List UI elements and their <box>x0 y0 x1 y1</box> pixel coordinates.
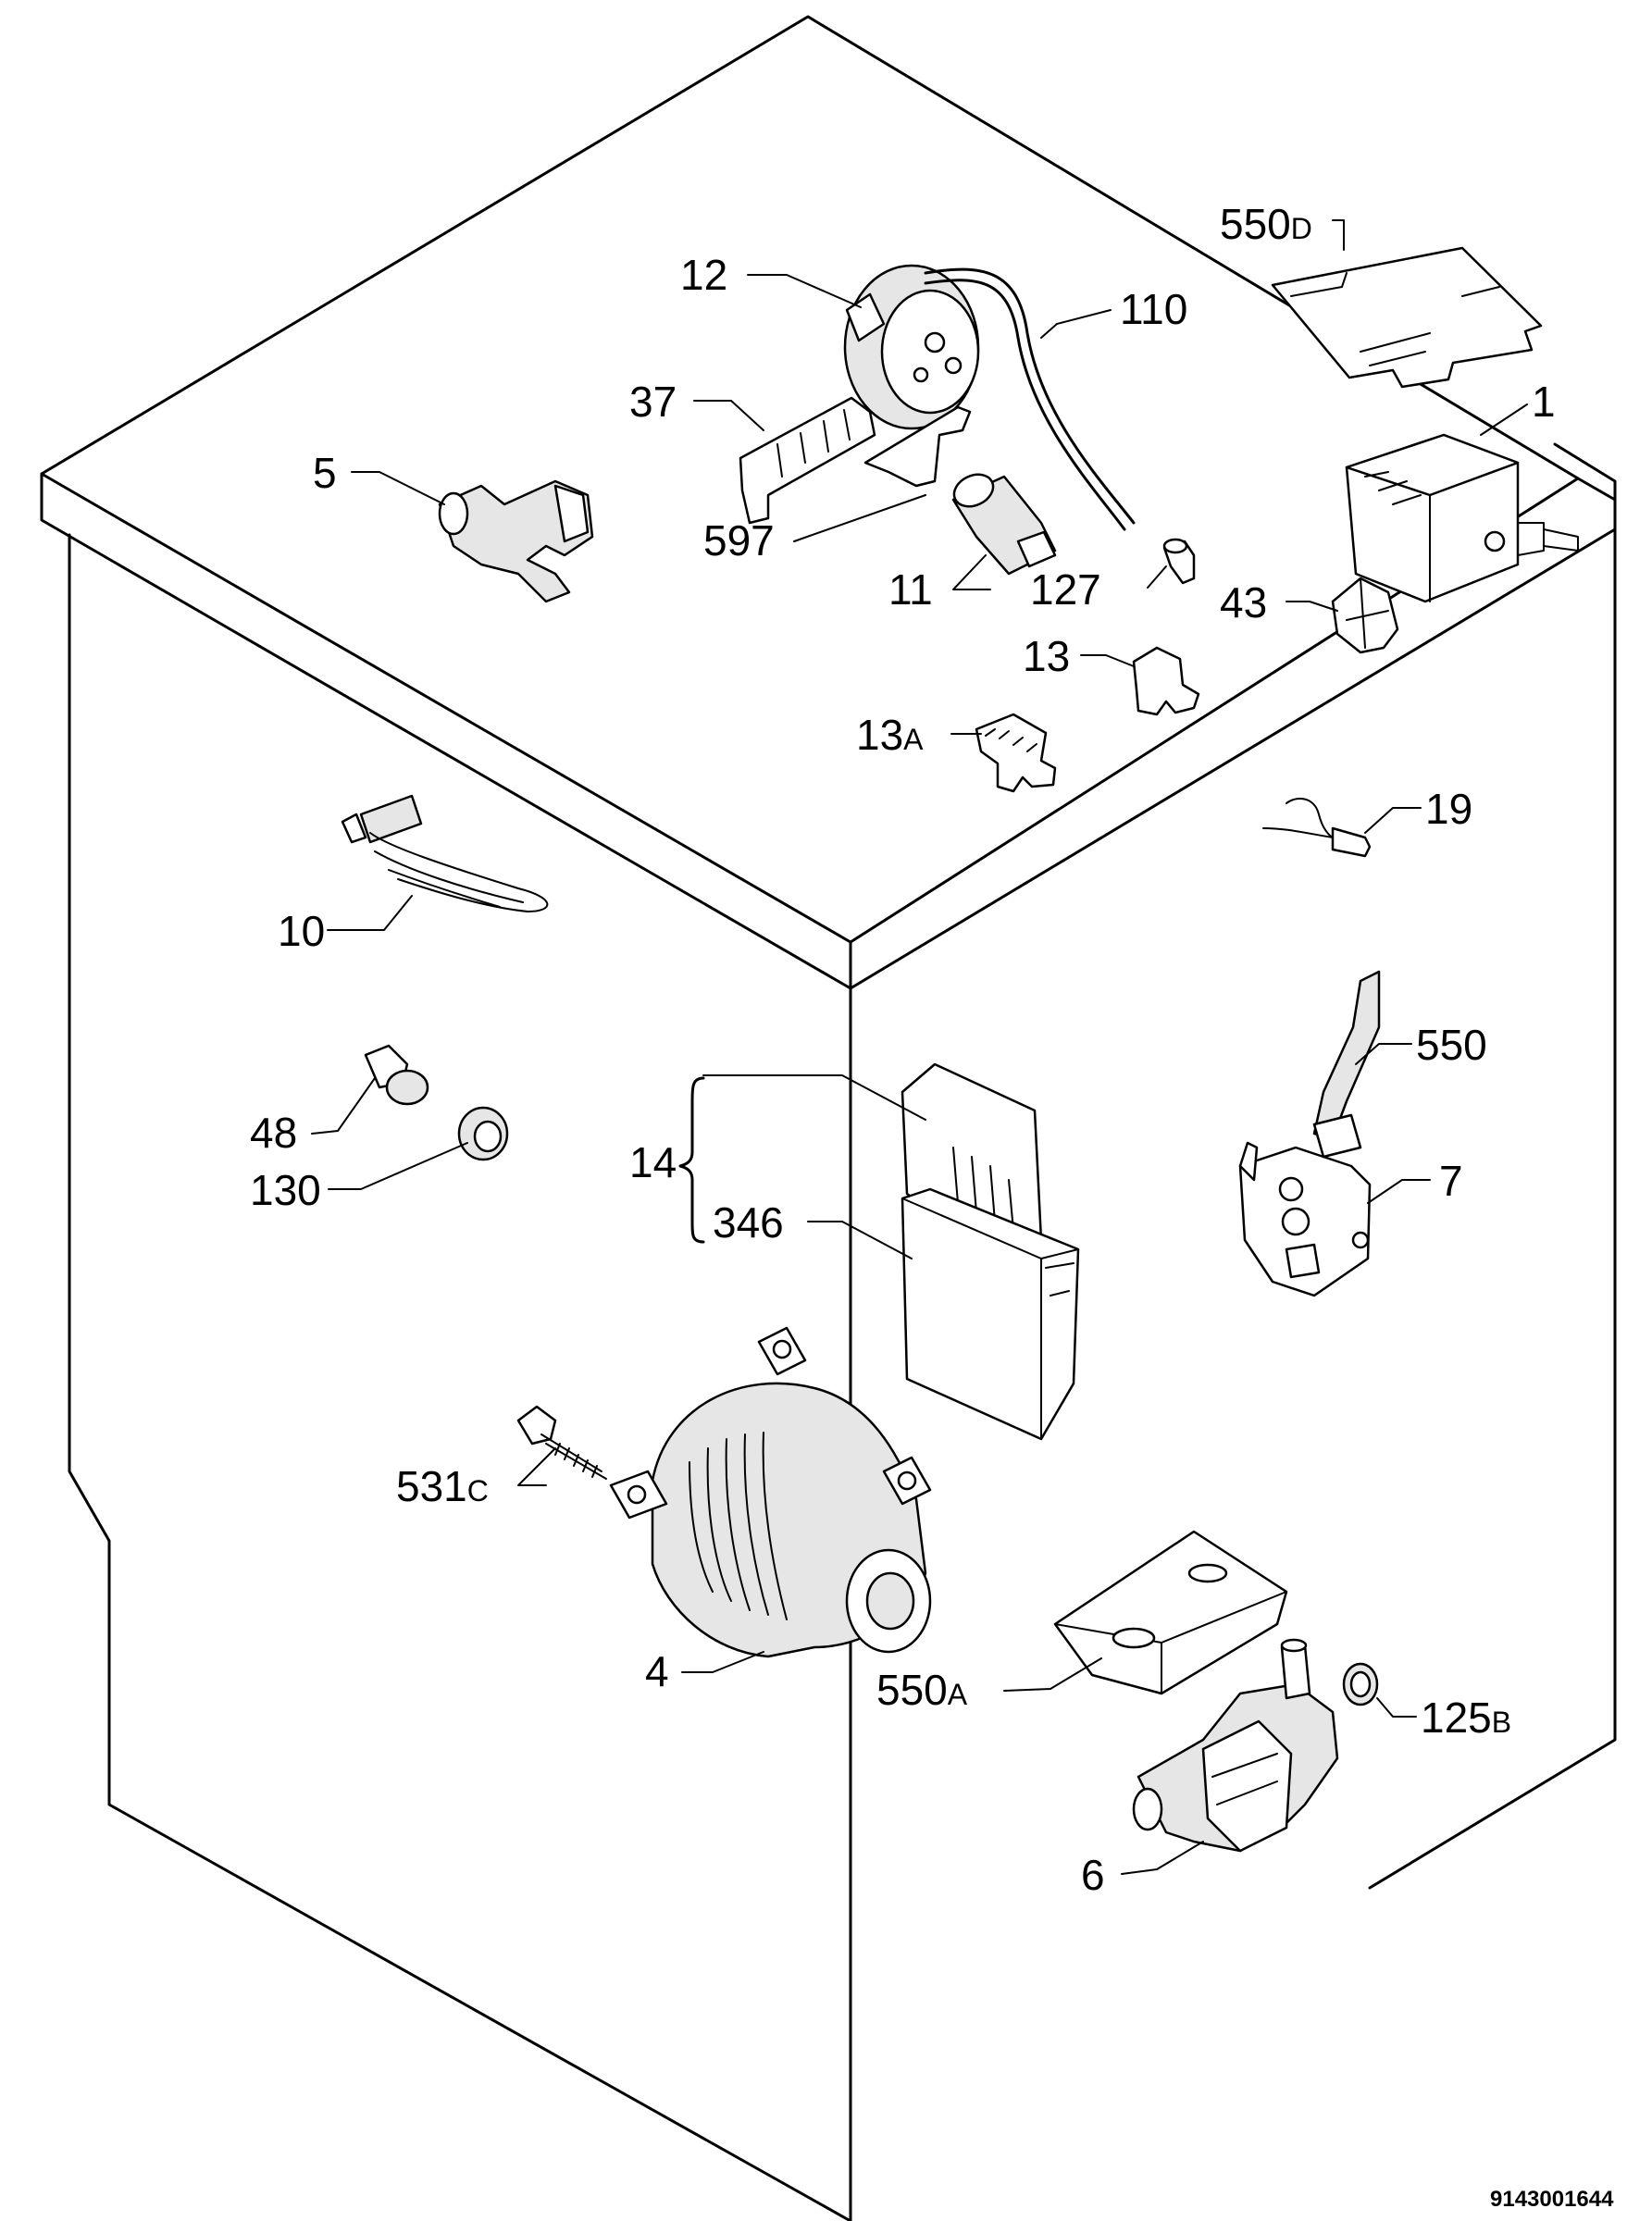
label-14: 14 <box>629 1138 677 1186</box>
part-48-switch <box>364 1044 429 1106</box>
part-125b-seal-ring <box>1342 1662 1379 1706</box>
part-531c-screw <box>516 1405 607 1480</box>
label-550d: 550D <box>1220 200 1312 248</box>
label-10: 10 <box>278 907 325 955</box>
label-550: 550 <box>1416 1021 1487 1069</box>
label-13a: 13A <box>856 711 924 759</box>
label-110: 110 <box>1120 285 1187 333</box>
label-12: 12 <box>680 251 727 299</box>
part-5-inlet-valve <box>438 479 594 603</box>
label-597: 597 <box>703 516 775 565</box>
part-6-drain-pump <box>1132 1638 1339 1853</box>
part-4-motor <box>609 1326 932 1658</box>
part-127-connector <box>1162 538 1196 585</box>
part-550d-cover-plate <box>1271 246 1543 389</box>
label-346: 346 <box>713 1198 784 1247</box>
label-37: 37 <box>629 378 677 426</box>
leader-lines <box>311 219 1528 1875</box>
label-7: 7 <box>1439 1157 1463 1205</box>
part-43-terminal <box>1331 577 1399 654</box>
part-130-knob <box>457 1106 509 1161</box>
part-597-clip <box>863 405 972 488</box>
part-12-pressure-switch <box>843 264 980 430</box>
label-11: 11 <box>888 565 933 614</box>
label-1: 1 <box>1532 378 1556 426</box>
part-550-lever <box>1312 970 1381 1140</box>
part-550a-pad <box>1053 1530 1288 1695</box>
part-110-hose <box>924 267 1136 531</box>
label-43: 43 <box>1220 578 1267 627</box>
label-125b: 125B <box>1421 1694 1511 1742</box>
part-10-heater <box>341 794 549 912</box>
part-7-door-interlock <box>1238 1113 1372 1297</box>
part-346-dispenser-box <box>901 1187 1080 1441</box>
part-19-sensor <box>1262 798 1372 858</box>
part-labels: 550D 12 110 1 37 5 597 11 127 43 13 13A … <box>250 200 1556 1899</box>
drawing-code: 9143001644 <box>1490 2187 1614 2212</box>
part-37-cable-holder <box>739 396 876 525</box>
label-127: 127 <box>1030 565 1101 614</box>
bracket-14-346 <box>678 1076 705 1244</box>
label-13: 13 <box>1023 632 1070 680</box>
part-13-connector <box>1132 646 1200 716</box>
label-531c: 531C <box>396 1462 489 1510</box>
label-48: 48 <box>250 1109 297 1157</box>
label-5: 5 <box>313 449 337 497</box>
label-19: 19 <box>1425 785 1472 833</box>
part-1-programmer <box>1345 433 1579 603</box>
label-550a: 550A <box>876 1666 968 1714</box>
label-130: 130 <box>250 1166 321 1214</box>
part-11-capacitor <box>951 473 1057 576</box>
label-6: 6 <box>1081 1851 1105 1899</box>
label-4: 4 <box>645 1647 669 1695</box>
part-13a-connector <box>975 713 1057 793</box>
